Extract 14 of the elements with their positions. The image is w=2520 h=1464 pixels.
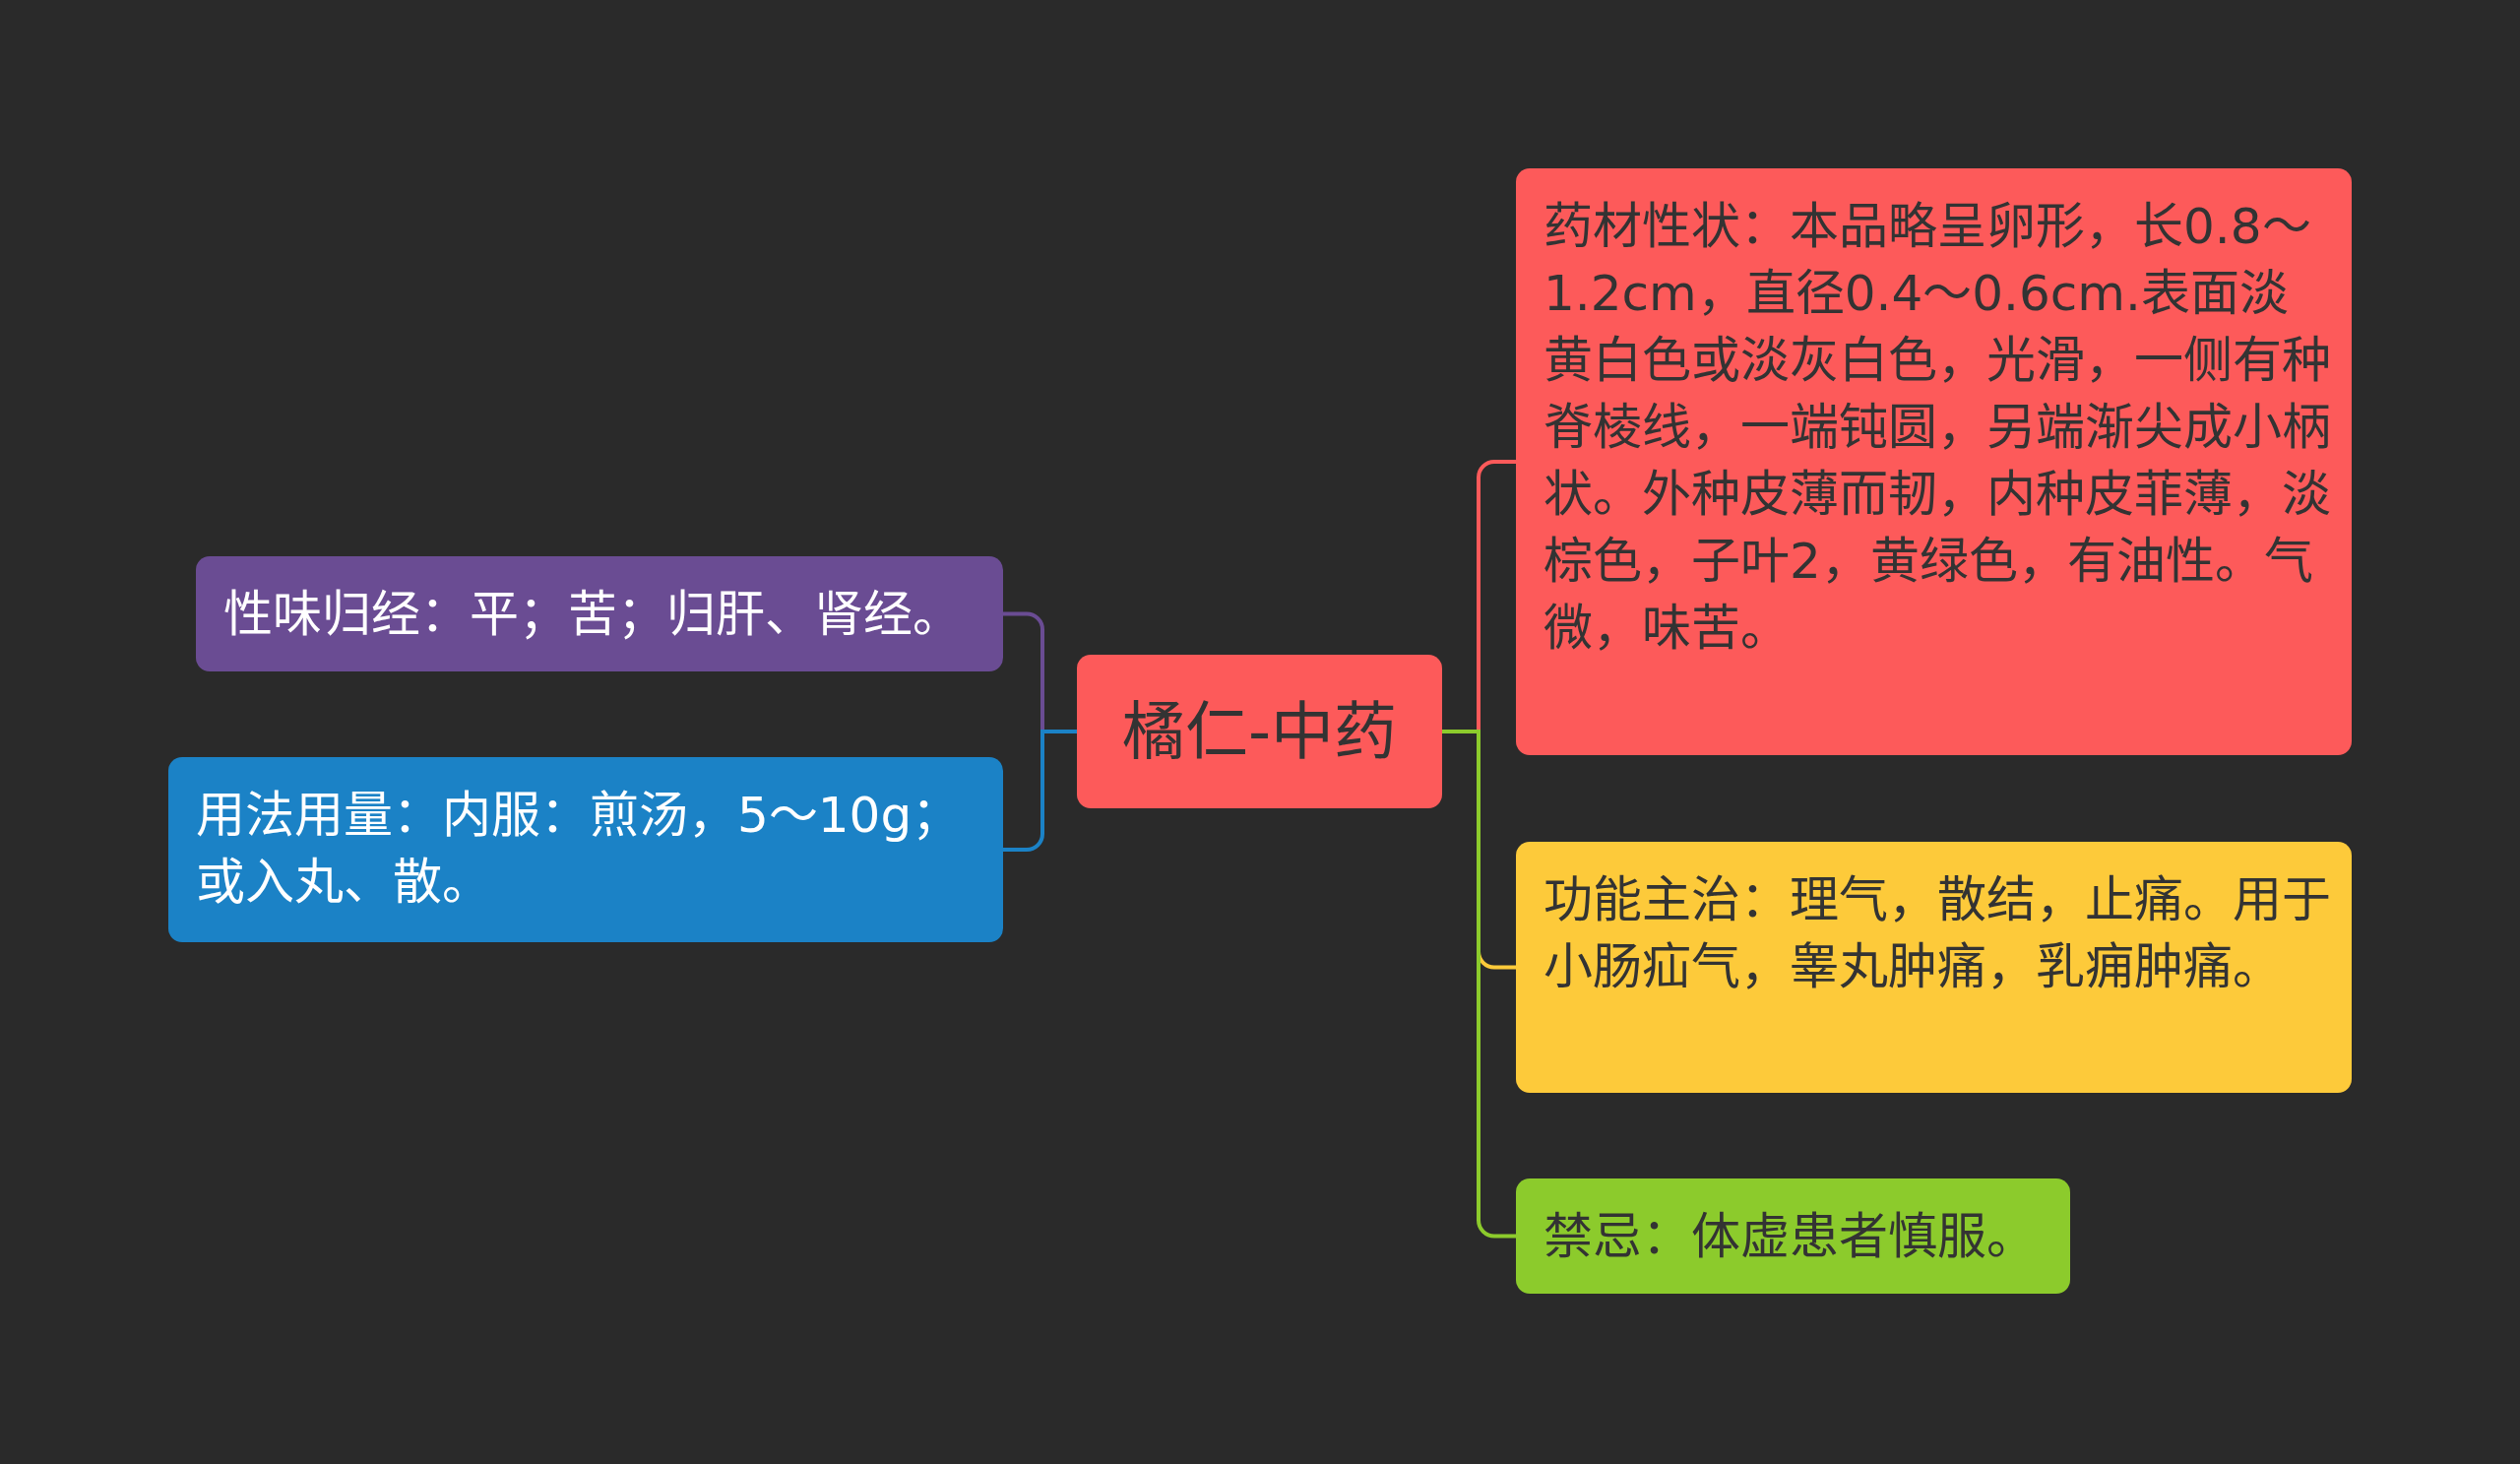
topic-text: 药材性状：本品略呈卵形，长0.8～1.2cm，直径0.4～0.6cm.表面淡黄白色或淡灰白色，光滑，一侧有种脊棱线，一端钝圆，另端渐尖成小柄状。外种皮薄而韧，内种皮菲薄，淡棕色，子叶2，黄绿色，有油性。气微，味苦。 — [1544, 197, 2332, 659]
connector-line — [1442, 730, 1516, 1239]
topic-box — [168, 757, 1003, 942]
topic-text: 功能主治：理气，散结，止痛。用于小肠疝气，睾丸肿痛，乳痈肿痛。 — [1544, 870, 2332, 997]
connector-line — [1003, 730, 1077, 852]
central-topic-box — [1077, 655, 1442, 808]
topic-box — [1516, 842, 2352, 1093]
topic-title: 橘仁-中药 — [1121, 694, 1398, 770]
topic-text: 禁忌：体虚患者慎服。 — [1544, 1207, 2037, 1267]
topic-text: 用法用量：内服：煎汤，5～10g；或入丸、散。 — [196, 786, 963, 913]
topic-box — [196, 556, 1003, 671]
topic-box — [1516, 168, 2352, 755]
topic-text: 性味归经：平；苦；归肝、肾经。 — [223, 585, 963, 645]
topic-box — [1516, 1178, 2070, 1294]
